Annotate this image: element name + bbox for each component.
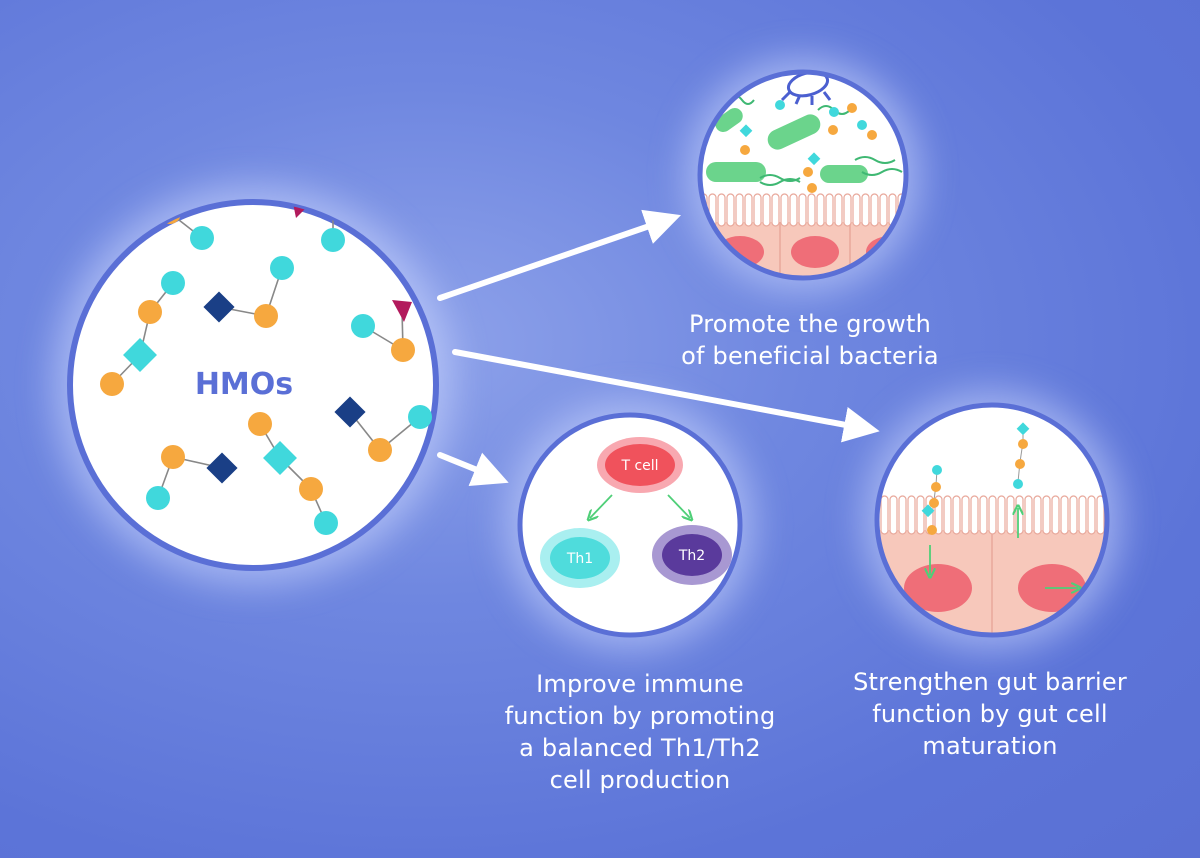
microvillus [898, 495, 907, 535]
microvillus [1033, 495, 1042, 535]
caption-growth: Promote the growth of beneficial bacteri… [681, 310, 939, 370]
microvillus [843, 193, 852, 227]
microvillus [880, 495, 889, 535]
gut-microvilli [877, 495, 1107, 535]
microvillus [753, 193, 762, 227]
green-bacteria [706, 96, 906, 183]
microvillus [1006, 495, 1015, 535]
microvillus [726, 193, 735, 227]
microvillus [1069, 495, 1078, 535]
tcell-label: T cell [620, 458, 658, 474]
microvillus [952, 495, 961, 535]
bacteria-molecules [739, 100, 877, 193]
microvillus [816, 193, 825, 227]
microvillus [798, 193, 807, 227]
arrow-to-gut [452, 349, 880, 443]
microvillus [1051, 495, 1060, 535]
hmo-molecules [100, 202, 432, 535]
microvillus [1024, 495, 1033, 535]
microvillus [834, 193, 843, 227]
microvillus [970, 495, 979, 535]
arrow-tcell-th2 [667, 494, 690, 518]
th1-label: Th1 [566, 551, 593, 567]
microvillus [852, 193, 861, 227]
microvillus [879, 193, 888, 227]
caption-immune: Improve immune function by promoting a b… [504, 670, 776, 794]
arrow-tcell-th1 [590, 494, 613, 518]
hmo-label: HMOs [195, 367, 293, 402]
th2-label: Th2 [678, 548, 705, 564]
navy-molecules [203, 291, 366, 484]
arrows [437, 209, 880, 486]
immune-circle [517, 412, 743, 638]
microvillus [961, 495, 970, 535]
microvillus [907, 495, 916, 535]
caption-barrier: Strengthen gut barrier function by gut c… [853, 668, 1127, 760]
microvillus [1096, 495, 1105, 535]
microvillus [762, 193, 771, 227]
microvillus [988, 495, 997, 535]
microvillus [916, 495, 925, 535]
microvillus [861, 193, 870, 227]
hmo-circle [67, 199, 439, 571]
arrow-to-immune [437, 452, 509, 486]
microvillus [717, 193, 726, 227]
microvillus [1042, 495, 1051, 535]
microvillus [744, 193, 753, 227]
microvillus [979, 495, 988, 535]
cyan-molecules [123, 226, 432, 535]
microvillus [1015, 495, 1024, 535]
microvillus [889, 495, 898, 535]
microvillus [735, 193, 744, 227]
microvillus [1060, 495, 1069, 535]
microvillus [771, 193, 780, 227]
microvillus [825, 193, 834, 227]
microvillus [1078, 495, 1087, 535]
microvillus [997, 495, 1006, 535]
microvillus [943, 495, 952, 535]
microvillus [807, 193, 816, 227]
arrow-to-bacteria [437, 209, 682, 301]
microvillus [780, 193, 789, 227]
microvillus [870, 193, 879, 227]
microvillus [789, 193, 798, 227]
microvillus [1087, 495, 1096, 535]
